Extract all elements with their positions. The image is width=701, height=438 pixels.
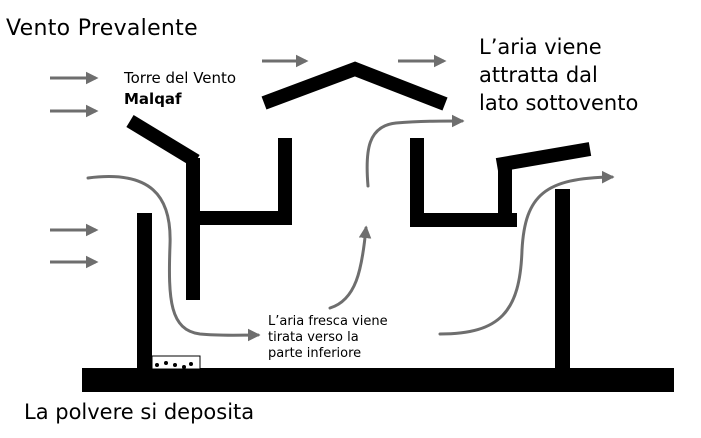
airflow-right-arrow	[438, 170, 615, 336]
tower-shelf-wall	[278, 138, 292, 225]
wind-arrows-left	[50, 71, 99, 269]
dust-deposit	[151, 355, 201, 370]
roof-slopes	[126, 61, 592, 172]
tower-inner-wall	[186, 158, 200, 300]
right-shelf-wall	[410, 138, 424, 227]
fresh-air-label: L’aria fresca viene tirata verso la part…	[268, 314, 388, 361]
prevailing-wind-label: Vento Prevalente	[6, 16, 198, 41]
left-outer-wall	[137, 213, 152, 370]
right-outer-wall	[555, 189, 570, 370]
tower-shelf	[186, 211, 292, 225]
right-column	[498, 160, 512, 227]
dust-tray	[151, 355, 201, 370]
dust-icon	[155, 361, 193, 369]
main-roof	[261, 61, 448, 111]
leeward-label: L’aria viene attratta dal lato sottovent…	[479, 35, 639, 115]
wind-tower-name: Malqaf	[124, 90, 182, 108]
ground-slab	[82, 368, 674, 392]
wind-tower-label: Torre del Vento Malqaf	[124, 68, 236, 110]
airflow-top-arrow	[365, 114, 465, 188]
tower-roof	[126, 115, 200, 167]
airflow-paths	[86, 114, 615, 342]
airflow-rising-arrow	[328, 225, 372, 310]
building-structure	[82, 138, 674, 392]
right-roof	[495, 142, 592, 172]
dust-label: La polvere si deposita	[24, 400, 255, 424]
right-shelf	[410, 213, 517, 227]
airflow-down-arrow	[86, 175, 261, 342]
wind-tower-title: Torre del Vento	[124, 69, 237, 87]
